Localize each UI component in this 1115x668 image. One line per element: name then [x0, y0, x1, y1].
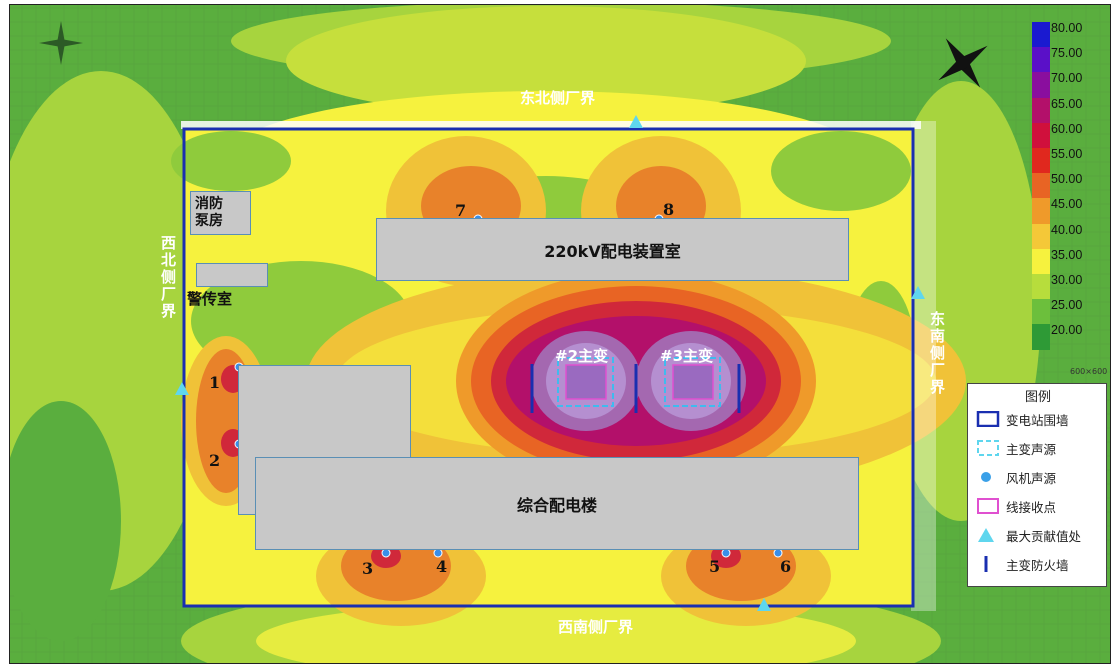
guard-room-label: 警传室	[187, 290, 233, 308]
scale-swatch	[1032, 97, 1050, 123]
fan-label-8: 8	[663, 200, 675, 219]
scale-value: 50.00	[1051, 172, 1083, 187]
legend-item-label: 主变防火墙	[1006, 558, 1069, 573]
boundary-label-northwest: 西北侧厂界	[159, 235, 177, 320]
fan-label-5: 5	[709, 557, 721, 576]
scale-value: 25.00	[1051, 298, 1083, 313]
scale-swatch	[1032, 324, 1050, 350]
scale-swatch	[1032, 122, 1050, 148]
legend-item-label: 风机声源	[1006, 471, 1057, 486]
north-arrow-icon	[938, 38, 988, 88]
scale-row: 50.00	[1030, 172, 1110, 199]
boundary-label-northeast: 东北侧厂界	[520, 89, 596, 107]
scale-value: 40.00	[1051, 222, 1083, 237]
map-frame: 东北侧厂界 西南侧厂界 西北侧厂界 东南侧厂界 220kV配电装置室 消防泵房 …	[9, 4, 1111, 664]
fan-source-icon	[976, 469, 1000, 485]
scale-swatch	[1032, 148, 1050, 174]
scale-row: 60.00	[1030, 121, 1110, 148]
fan-label-3: 3	[362, 559, 374, 578]
boundary-label-southeast: 东南侧厂界	[928, 311, 946, 396]
contour-canvas	[10, 5, 1110, 663]
legend-item-label: 变电站围墙	[1006, 413, 1069, 428]
scale-value: 35.00	[1051, 247, 1083, 262]
transformer-2-label: #2主变	[555, 347, 609, 365]
fan-label-4: 4	[436, 557, 448, 576]
scale-row: 55.00	[1030, 147, 1110, 174]
scale-note: 600×600	[1070, 367, 1108, 376]
scale-value: 60.00	[1051, 121, 1083, 136]
fan-label-7: 7	[455, 201, 467, 220]
max-value-icon	[976, 527, 1000, 543]
scale-row: 75.00	[1030, 46, 1110, 73]
fire-pump-room: 消防泵房	[190, 191, 251, 235]
wall-icon	[976, 410, 1000, 428]
fan-label-6: 6	[780, 557, 792, 576]
scale-swatch	[1032, 223, 1050, 249]
scale-swatch	[1032, 274, 1050, 300]
legend-item-label: 线接收点	[1006, 500, 1057, 515]
scale-value: 45.00	[1051, 197, 1083, 212]
scale-swatch	[1032, 47, 1050, 73]
scale-row: 40.00	[1030, 222, 1110, 249]
fire-pump-room-label: 消防泵房	[195, 196, 223, 229]
main-building: 综合配电楼	[255, 457, 859, 550]
noise-color-scale: 80.00 75.00 70.00 65.00 60.00 55.00 50.00 45.00…	[1030, 21, 1110, 364]
scale-swatch	[1032, 299, 1050, 325]
legend-item: 最大贡献值处	[976, 524, 1106, 546]
legend-item-label: 最大贡献值处	[1006, 529, 1082, 544]
station-wall	[182, 127, 915, 608]
scale-row: 30.00	[1030, 273, 1110, 300]
scale-value: 70.00	[1051, 71, 1083, 86]
scale-value: 80.00	[1051, 21, 1083, 35]
scale-swatch	[1032, 22, 1050, 48]
gis-room: 220kV配电装置室	[376, 218, 849, 281]
legend-box: 图例 变电站围墙主变声源风机声源线接收点最大贡献值处主变防火墙	[967, 383, 1107, 587]
legend-title: 图例	[1024, 390, 1051, 405]
guard-room-box	[196, 263, 268, 287]
boundary-label-southwest: 西南侧厂界	[558, 618, 634, 636]
firewall-icon	[976, 556, 1000, 572]
legend-item: 变电站围墙	[976, 408, 1106, 430]
scale-value: 75.00	[1051, 46, 1083, 61]
scale-row: 45.00	[1030, 197, 1110, 224]
scale-row: 80.00	[1030, 21, 1110, 48]
scale-swatch	[1032, 173, 1050, 199]
line-receiver-icon	[976, 498, 1000, 514]
scale-swatch	[1032, 72, 1050, 98]
legend-item-label: 主变声源	[1006, 442, 1057, 457]
scale-value: 20.00	[1051, 323, 1083, 338]
scale-row: 35.00	[1030, 247, 1110, 274]
legend-item: 线接收点	[976, 495, 1106, 517]
scale-value: 30.00	[1051, 273, 1083, 287]
compass-icon	[39, 21, 83, 65]
transformer-source-icon	[976, 440, 1000, 456]
legend-item: 风机声源	[976, 466, 1106, 488]
fan-label-1: 1	[209, 373, 221, 392]
scale-swatch	[1032, 248, 1050, 274]
scale-value: 65.00	[1051, 96, 1083, 111]
scale-row: 70.00	[1030, 71, 1110, 98]
scale-swatch	[1032, 198, 1050, 224]
scale-row: 65.00	[1030, 96, 1110, 123]
transformer-3-label: #3主变	[660, 347, 714, 365]
legend-item: 主变防火墙	[976, 553, 1106, 575]
scale-value: 55.00	[1051, 147, 1083, 161]
fan-label-2: 2	[209, 451, 221, 470]
scale-row: 20.00	[1030, 323, 1110, 350]
scale-row: 25.00	[1030, 298, 1110, 325]
legend-item: 主变声源	[976, 437, 1106, 459]
